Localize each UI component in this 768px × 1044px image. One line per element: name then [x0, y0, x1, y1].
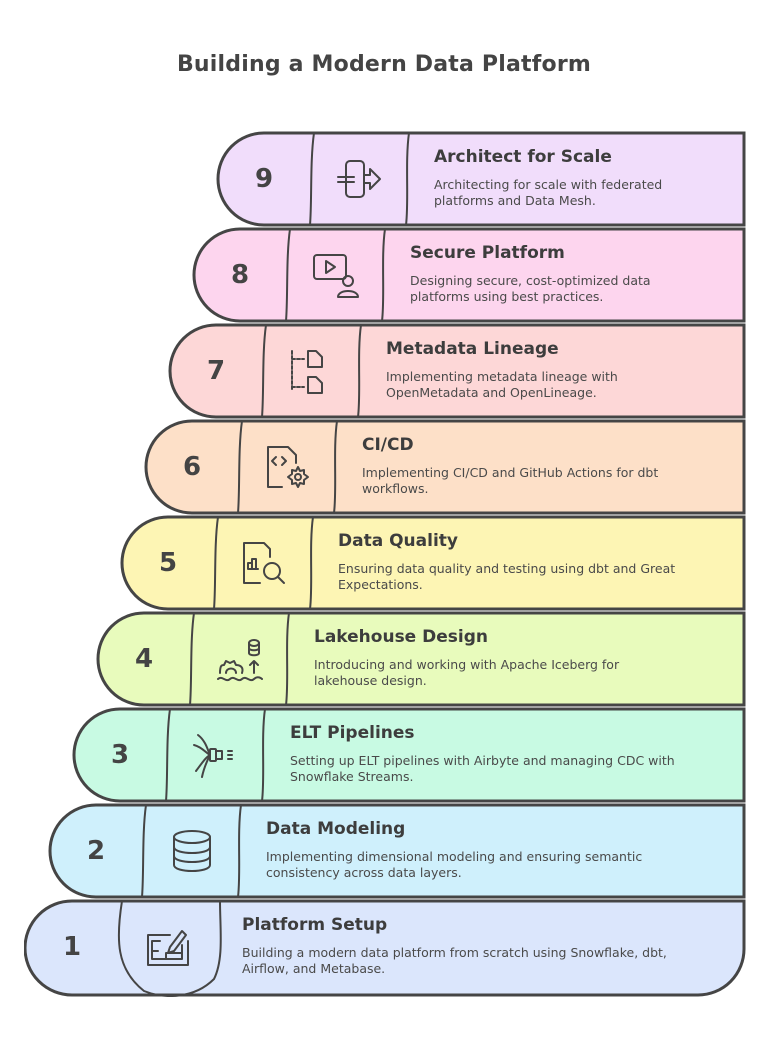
step-number: 6 — [182, 452, 202, 482]
step-shape — [120, 515, 746, 611]
page-title: Building a Modern Data Platform — [176, 52, 592, 77]
step-text: Secure Platform Designing secure, cost-o… — [410, 243, 706, 305]
step-number: 9 — [254, 164, 274, 194]
step-description: Setting up ELT pipelines with Airbyte an… — [290, 753, 675, 784]
step-shape — [192, 227, 746, 323]
step-text: Lakehouse Design Introducing and working… — [314, 627, 706, 689]
step-description: Ensuring data quality and testing using … — [338, 561, 676, 592]
step-heading: Secure Platform — [410, 243, 565, 263]
split-arrow-icon — [334, 155, 386, 203]
step-shape — [72, 707, 746, 803]
step-number: 8 — [230, 260, 250, 290]
step-text: CI/CD Implementing CI/CD and GitHub Acti… — [362, 435, 706, 497]
step-shape — [216, 131, 746, 227]
step-number: 2 — [86, 836, 106, 866]
step-number: 3 — [110, 740, 130, 770]
step-7: 7 Metadata Lineage Implementing metadata… — [168, 323, 746, 419]
step-description: Designing secure, cost-optimized data pl… — [410, 273, 651, 304]
step-number: 5 — [158, 548, 178, 578]
step-heading: ELT Pipelines — [290, 723, 415, 743]
step-number: 1 — [62, 932, 82, 962]
step-heading: Lakehouse Design — [314, 627, 488, 647]
step-2: 2 Data Modeling Implementing dimensional… — [48, 803, 746, 899]
step-text: Metadata Lineage Implementing metadata l… — [386, 339, 706, 401]
step-text: Architect for Scale Architecting for sca… — [434, 147, 706, 209]
lakehouse-icon — [214, 635, 266, 683]
step-shape — [24, 899, 746, 997]
presenter-icon — [310, 251, 362, 299]
step-shape — [96, 611, 746, 707]
pipeline-connector-icon — [190, 731, 242, 779]
step-shape — [48, 803, 746, 899]
step-text: Platform Setup Building a modern data pl… — [242, 915, 706, 977]
file-tree-icon — [286, 347, 338, 395]
step-text: Data Quality Ensuring data quality and t… — [338, 531, 706, 593]
step-6: 6 CI/CD Implementing CI/CD and GitHub Ac… — [144, 419, 746, 515]
blueprint-edit-icon — [142, 923, 194, 971]
step-number: 7 — [206, 356, 226, 386]
step-shape — [144, 419, 746, 515]
database-icon — [166, 827, 218, 875]
step-description: Building a modern data platform from scr… — [242, 945, 667, 976]
step-1: 1 Platform Setup Building a modern data … — [24, 899, 746, 997]
code-file-gear-icon — [262, 443, 314, 491]
step-description: Implementing CI/CD and GitHub Actions fo… — [362, 465, 659, 496]
step-heading: Data Modeling — [266, 819, 406, 839]
step-9: 9 Architect for Scale Architecting for s… — [216, 131, 746, 227]
step-5: 5 Data Quality Ensuring data quality and… — [120, 515, 746, 611]
step-heading: Architect for Scale — [434, 147, 612, 167]
step-text: Data Modeling Implementing dimensional m… — [266, 819, 706, 881]
report-search-icon — [238, 539, 290, 587]
step-description: Architecting for scale with federated pl… — [434, 177, 663, 208]
step-description: Implementing dimensional modeling and en… — [266, 849, 643, 880]
step-8: 8 Secure Platform Designing secure, cost… — [192, 227, 746, 323]
step-4: 4 Lakehouse Design Introducing and worki… — [96, 611, 746, 707]
step-heading: Data Quality — [338, 531, 458, 551]
step-description: Implementing metadata lineage with OpenM… — [386, 369, 618, 400]
step-description: Introducing and working with Apache Iceb… — [314, 657, 620, 688]
step-heading: Platform Setup — [242, 915, 388, 935]
step-3: 3 ELT Pipelines Setting up ELT pipelines… — [72, 707, 746, 803]
step-text: ELT Pipelines Setting up ELT pipelines w… — [290, 723, 706, 785]
step-number: 4 — [134, 644, 154, 674]
step-heading: CI/CD — [362, 435, 414, 455]
step-heading: Metadata Lineage — [386, 339, 559, 359]
